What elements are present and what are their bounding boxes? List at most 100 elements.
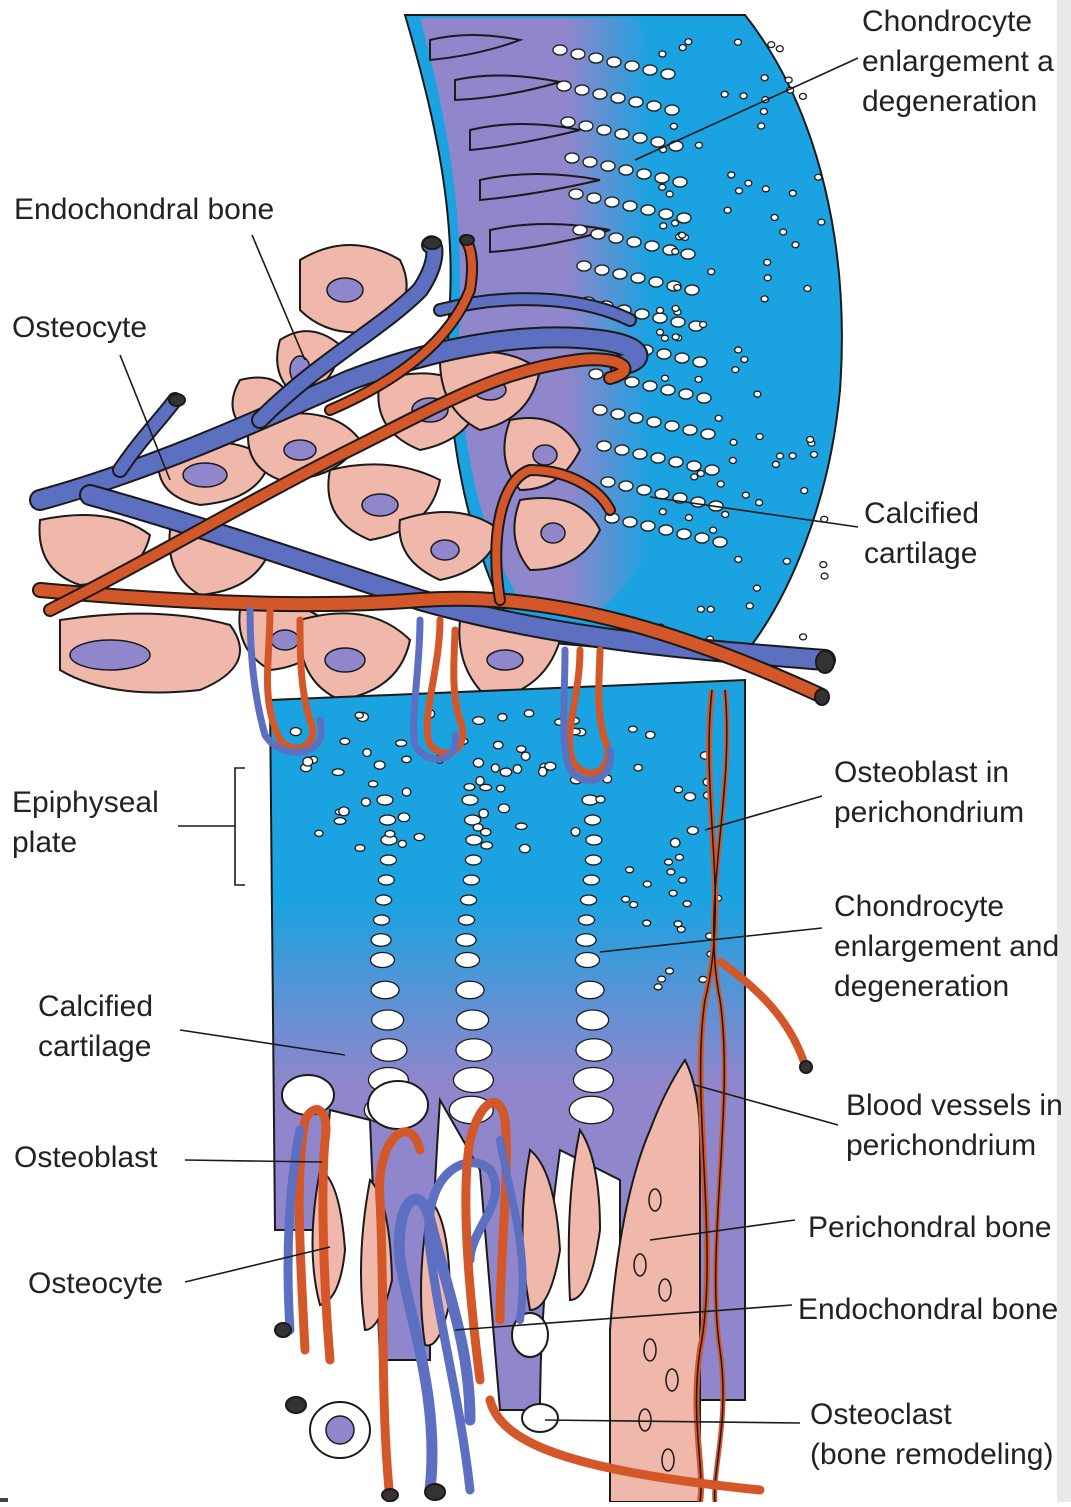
chondrocyte-cell xyxy=(697,393,711,403)
chondrocyte-cell xyxy=(585,815,601,825)
chondrocyte-cell xyxy=(500,768,512,776)
chondrocyte-cell xyxy=(597,441,611,451)
chondrocyte-cell xyxy=(589,369,603,379)
chondrocyte-cell xyxy=(498,804,509,813)
chondrocyte-cell xyxy=(456,934,476,947)
chondrocyte-cell xyxy=(669,141,683,151)
chondrocyte-cell xyxy=(673,177,687,187)
chondrocyte-cell xyxy=(575,953,599,968)
chondrocyte-cell xyxy=(771,215,778,221)
chondrocyte-cell xyxy=(695,142,702,148)
chondrocyte-cell xyxy=(378,875,394,885)
chondrocyte-cell xyxy=(611,93,625,103)
chondrocyte-cell xyxy=(741,357,748,363)
chondrocyte-cell xyxy=(561,117,575,127)
chondrocyte-cell xyxy=(687,826,698,834)
chondrocyte-cell xyxy=(677,213,691,223)
chondrocyte-cell xyxy=(516,823,527,829)
chondrocyte-cell xyxy=(635,309,649,319)
chondrocyte-cell xyxy=(679,232,686,238)
chondrocyte-cell xyxy=(374,761,385,769)
chondrocyte-cell xyxy=(647,101,661,111)
chondrocyte-cell xyxy=(587,193,601,203)
chondrocyte-cell xyxy=(402,788,411,796)
chondrocyte-cell xyxy=(681,249,695,259)
chondrocyte-cell xyxy=(303,757,313,766)
chondrocyte-cell xyxy=(651,137,665,147)
chondrocyte-cell xyxy=(615,129,629,139)
chondrocyte-cell xyxy=(801,488,808,494)
chondrocyte-cell xyxy=(579,121,593,131)
chondrocyte-cell xyxy=(355,845,365,852)
chondrocyte-cell xyxy=(760,108,767,114)
chondrocyte-cell xyxy=(659,51,666,57)
label-line: Calcified xyxy=(864,494,979,534)
chondrocyte-cell xyxy=(465,855,481,865)
chondrocyte-cell xyxy=(677,529,691,539)
chondrocyte-cell xyxy=(576,934,596,947)
chondrocyte-cell xyxy=(667,869,675,875)
label-osteoclast: Osteoclast (bone remodeling) xyxy=(810,1395,1053,1475)
chondrocyte-cell xyxy=(671,317,685,327)
chondrocyte-cell xyxy=(659,209,673,219)
chondrocyte-cell xyxy=(661,375,668,381)
chondrocyte-cell xyxy=(370,953,394,968)
chondrocyte-cell xyxy=(553,45,567,55)
chondrocyte-cell xyxy=(476,777,484,786)
chondrocyte-cell xyxy=(643,920,651,926)
chondrocyte-cell xyxy=(789,453,796,459)
chondrocyte-cell xyxy=(385,830,395,837)
chondrocyte-cell xyxy=(457,1010,489,1030)
chondrocyte-cell xyxy=(708,269,715,275)
chondrocyte-cell xyxy=(683,901,691,907)
chondrocyte-cell xyxy=(707,606,714,612)
chondrocyte-cell xyxy=(539,767,547,776)
chondrocyte-cell xyxy=(670,123,677,129)
chondrocyte-cell xyxy=(799,93,806,99)
label-line: perichondrium xyxy=(846,1126,1063,1166)
chondrocyte-cell xyxy=(761,75,768,81)
chondrocyte-cell xyxy=(591,229,605,239)
chondrocyte-cell xyxy=(651,453,665,463)
chondrocyte-cell xyxy=(569,1096,613,1124)
label-line: perichondrium xyxy=(834,793,1024,833)
label-line: Osteoblast in xyxy=(834,753,1024,793)
chondrocyte-cell xyxy=(807,436,814,442)
chondrocyte-cell xyxy=(637,169,651,179)
label-line: degeneration xyxy=(834,967,1059,1007)
chondrocyte-cell xyxy=(772,461,779,467)
chondrocyte-cell xyxy=(735,347,742,353)
chondrocyte-cell xyxy=(713,537,727,547)
chondrocyte-cell xyxy=(609,233,623,243)
label-epiphyseal-plate: Epiphyseal plate xyxy=(12,783,159,863)
chondrocyte-cell xyxy=(665,105,679,115)
chondrocyte-cell xyxy=(626,867,634,873)
chondrocyte-cell xyxy=(691,497,705,507)
chondrocyte-cell xyxy=(629,413,643,423)
chondrocyte-cell xyxy=(583,875,599,885)
chondrocyte-cell xyxy=(380,815,396,825)
chondrocyte-cell xyxy=(611,409,625,419)
chondrocyte-cell xyxy=(481,842,493,849)
chondrocyte-cell xyxy=(670,838,680,847)
chondrocyte-cell xyxy=(625,377,639,387)
chondrocyte-cell xyxy=(697,606,704,612)
chondrocyte-cell xyxy=(629,97,643,107)
chondrocyte-cell xyxy=(619,481,633,491)
chondrocyte-cell xyxy=(687,461,701,471)
chondrocyte-cell xyxy=(491,764,499,772)
chondrocyte-cell xyxy=(742,492,749,498)
chondrocyte-cell xyxy=(376,895,392,905)
label-perichondral-bone: Perichondral bone xyxy=(808,1208,1052,1248)
scan-speck xyxy=(0,1498,8,1502)
chondrocyte-cell xyxy=(764,275,771,281)
label-line: enlargement and xyxy=(834,927,1059,967)
chondrocyte-cell xyxy=(665,859,673,865)
chondrocyte-cell xyxy=(736,188,743,194)
chondrocyte-cell xyxy=(573,1068,613,1093)
chondrocyte-cell xyxy=(481,828,491,835)
label-line: (bone remodeling) xyxy=(810,1435,1053,1475)
chondrocyte-cell xyxy=(658,976,666,982)
scan-edge-strip xyxy=(1057,0,1071,1502)
